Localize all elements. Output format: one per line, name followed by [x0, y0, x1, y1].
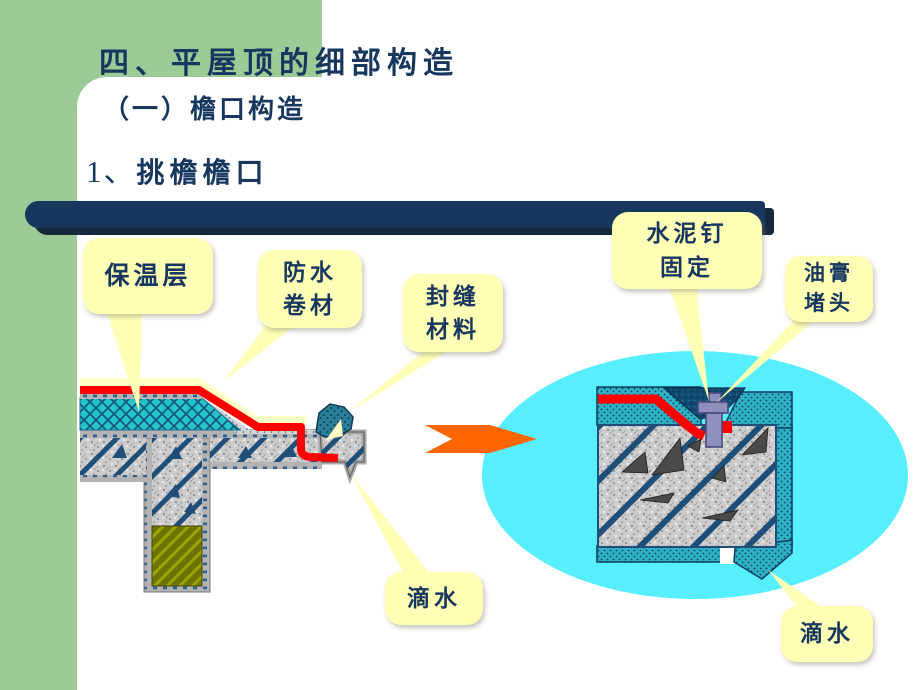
detail-mortar-corner	[733, 539, 793, 580]
detail-drip-groove	[720, 543, 735, 564]
callout-seal: 封缝 材料	[403, 274, 503, 352]
slab-rebar-ticks	[112, 444, 297, 514]
item-number: 1、	[86, 154, 137, 189]
tail-drip-right	[768, 570, 826, 610]
aggregate-stones	[620, 426, 769, 522]
detail-view	[482, 351, 908, 599]
callout-tails	[106, 284, 826, 610]
callout-cement-nail-line1: 水泥钉	[646, 220, 728, 247]
callout-waterproof: 防水 卷材	[258, 250, 362, 328]
detail-arrow-icon	[425, 425, 537, 453]
eave-block	[317, 429, 367, 485]
slab-top-border	[80, 429, 322, 438]
callout-drip-right: 滴水	[781, 606, 873, 662]
callout-putty-line1: 油膏	[804, 261, 854, 285]
green-side-bar	[0, 0, 77, 690]
insulation-top-border	[80, 392, 202, 399]
callout-waterproof-line2: 卷材	[283, 292, 337, 318]
callout-drip-right-label: 滴水	[800, 620, 854, 647]
callout-seal-line1: 封缝	[426, 282, 480, 309]
cement-nail-shape	[697, 392, 729, 448]
callout-seal-line2: 材料	[426, 316, 480, 342]
detail-membrane-red	[598, 394, 706, 441]
callout-insulation-label: 保温层	[104, 261, 192, 290]
tail-putty	[716, 316, 820, 403]
tail-waterproof	[224, 323, 298, 381]
callout-cement-nail-line2: 固定	[660, 253, 714, 280]
callout-putty: 油膏 堵头	[785, 256, 873, 322]
item-title: 挑檐檐口	[136, 157, 269, 188]
tail-insulation	[106, 310, 142, 412]
section-heading: （一）檐口构造	[103, 94, 307, 124]
callout-waterproof-line1: 防水	[283, 258, 337, 285]
wall-brick	[151, 525, 203, 587]
callout-insulation: 保温层	[83, 238, 213, 314]
callout-putty-line2: 堵头	[804, 292, 854, 315]
section-view	[79, 378, 367, 593]
tail-drip-left	[351, 474, 430, 574]
detail-mortar-bottom	[596, 545, 722, 563]
slide-title: 四、平屋顶的细部构造	[99, 47, 459, 80]
callout-drip-left: 滴水	[385, 572, 483, 625]
callout-drip-left-label: 滴水	[407, 584, 461, 611]
tail-cement-nail	[668, 284, 709, 401]
item-heading: 1、挑檐檐口	[86, 146, 269, 191]
detail-concrete	[597, 424, 777, 548]
seal-pointer	[326, 419, 343, 440]
callout-cement-nail: 水泥钉 固定	[612, 212, 762, 289]
tail-seal	[349, 348, 452, 412]
membrane-red	[80, 386, 339, 462]
